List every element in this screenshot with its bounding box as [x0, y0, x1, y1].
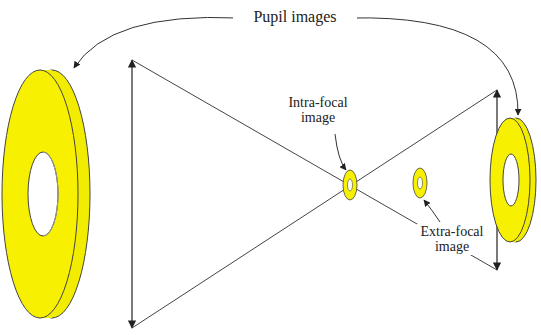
- leader-line: [335, 134, 346, 170]
- pupil-image-right: [490, 118, 536, 242]
- figure-label: Pupil images: [233, 8, 357, 26]
- figure-label: Extra-focal image: [417, 224, 487, 255]
- ray: [132, 60, 497, 270]
- aperture-arrow: [131, 60, 132, 328]
- intra-focal-ring: [343, 170, 357, 200]
- leader-line: [350, 18, 518, 115]
- pupil-image-large: [2, 70, 90, 318]
- extra-focal-ring: [413, 168, 427, 198]
- leader-line: [74, 17, 238, 68]
- ray: [132, 90, 497, 328]
- leader-line: [424, 200, 440, 222]
- figure-label: Intra-focal image: [285, 95, 351, 126]
